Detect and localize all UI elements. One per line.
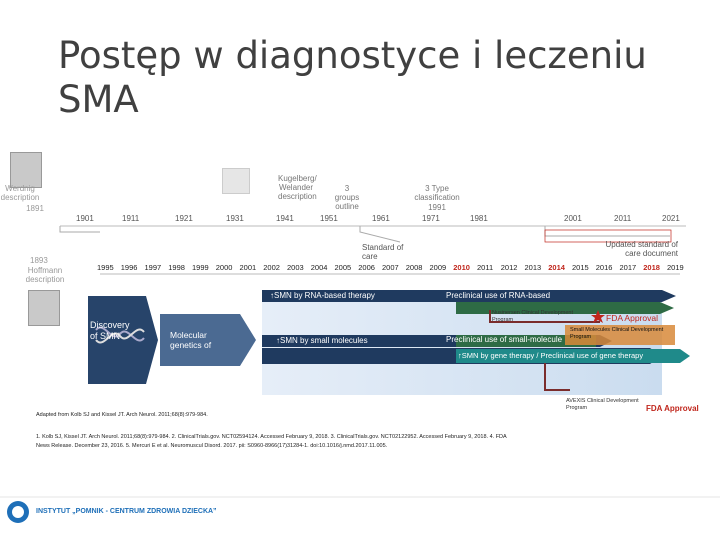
detail-year-label: 2001 [239,263,257,272]
footer-logo-text: INSTYTUT „POMNIK - CENTRUM ZDROWIA DZIEC… [36,508,217,515]
decade-label: 1921 [175,214,193,223]
type-label: 3 Type classification [414,184,460,202]
detail-year-label: 2005 [334,263,352,272]
detail-year-label: 2013 [524,263,542,272]
molecular-label: Molecular genetics of [170,330,212,350]
rna-bar [262,290,676,302]
nusinersen-label: Nusinersen Clinical Development Program [492,310,574,323]
detail-year-label: 2017 [619,263,637,272]
updated-standard: Updated standard of care document [605,240,679,258]
small-program-label: Small Molecules Clinical Development Pro… [570,327,664,340]
detail-year-label: 1997 [144,263,162,272]
detail-year-label: 2018 [643,263,660,272]
detail-year-label: 1998 [168,263,185,272]
detail-year-label: 2012 [500,263,518,272]
detail-year-label: 2011 [477,263,494,272]
decade-label: 1901 [76,214,94,223]
rna-preclinical-label: Preclinical use of RNA-based [446,291,551,300]
small-preclinical-bar [456,335,596,347]
detail-year-label: 1999 [192,263,209,272]
detail-year-label: 2004 [310,263,328,272]
small-molecules-label: ↑SMN by small molecules [276,336,368,345]
detail-year-label: 2007 [382,263,399,272]
detail-year-label: 2006 [358,263,375,272]
decade-label: 1961 [372,214,390,223]
page-title: Postęp w diagnostyce i leczeniu SMA [58,34,647,121]
decade-label: 1951 [320,214,338,223]
detail-year-label: 2002 [263,263,280,272]
hoffmann-label: Hoffmann description [25,266,65,284]
decade-label: 1971 [422,214,440,223]
gene-therapy-label: ↑SMN by gene therapy / Preclinical use o… [458,351,644,360]
rna-therapy-label: ↑SMN by RNA-based therapy [270,291,375,300]
decade-label: 1981 [470,214,488,223]
decade-label: 2001 [564,214,582,223]
detail-year-label: 2000 [215,263,233,272]
discovery-label: Discovery of SMN [90,320,130,341]
hoffmann-year: 1893 [30,256,48,265]
detail-year-label: 2009 [429,263,447,272]
detail-year-axis: 1995 1996 1997 1998 1999 2000 2001 2002 2003 2004… [0,263,720,274]
fda-approval-label: FDA Approval [606,313,658,323]
decade-label: 2011 [614,214,632,223]
kugelberg-label: Kugelberg/ Welander description [278,174,317,201]
discovery-block [88,296,158,384]
fda-approval-2-label: FDA Approval [646,404,699,413]
werdnig-photo [10,152,42,188]
detail-year-label: 1995 [97,263,114,272]
detail-year-label: 1996 [120,263,138,272]
werdnig-label: Werdnig description [0,184,40,202]
type-year: 1991 [428,203,446,212]
reference-line-1: 1. Kolb SJ, Kissel JT. Arch Neurol. 2011… [36,434,507,440]
rna-preclinical-bar [456,302,674,314]
decade-label: 2021 [662,214,680,223]
decade-axis: 1901 1911 1921 1931 1941 1951 1961 1971 1981 2001… [0,214,720,226]
detail-year-label: 2008 [405,263,423,272]
small-preclinical-label: Preclinical use of small-molecule [446,335,563,344]
detail-year-label: 2003 [287,263,304,272]
baby-illustration [222,168,250,194]
decade-label: 1941 [276,214,294,223]
decade-label: 1911 [122,214,140,223]
decade-label: 1931 [226,214,244,223]
avexis-label: AVEXIS Clinical Development Program [566,398,639,411]
detail-year-label: 2010 [453,263,470,272]
groups-label: 3 groups outline [334,184,360,211]
reference-adapted: Adapted from Kolb SJ and Kissel JT. Arch… [36,412,208,418]
reference-line-2: News Release. December 23, 2016. 5. Merc… [36,443,388,449]
detail-year-label: 2019 [667,263,684,272]
detail-year-label: 2015 [572,263,589,272]
molecular-block [160,314,256,366]
werdnig-year: 1891 [26,204,44,213]
gene-bar [456,349,690,363]
standard-of-care: Standard of care [362,243,404,261]
detail-year-label: 2014 [548,263,565,272]
hoffmann-photo [28,290,60,326]
detail-year-label: 2016 [595,263,613,272]
